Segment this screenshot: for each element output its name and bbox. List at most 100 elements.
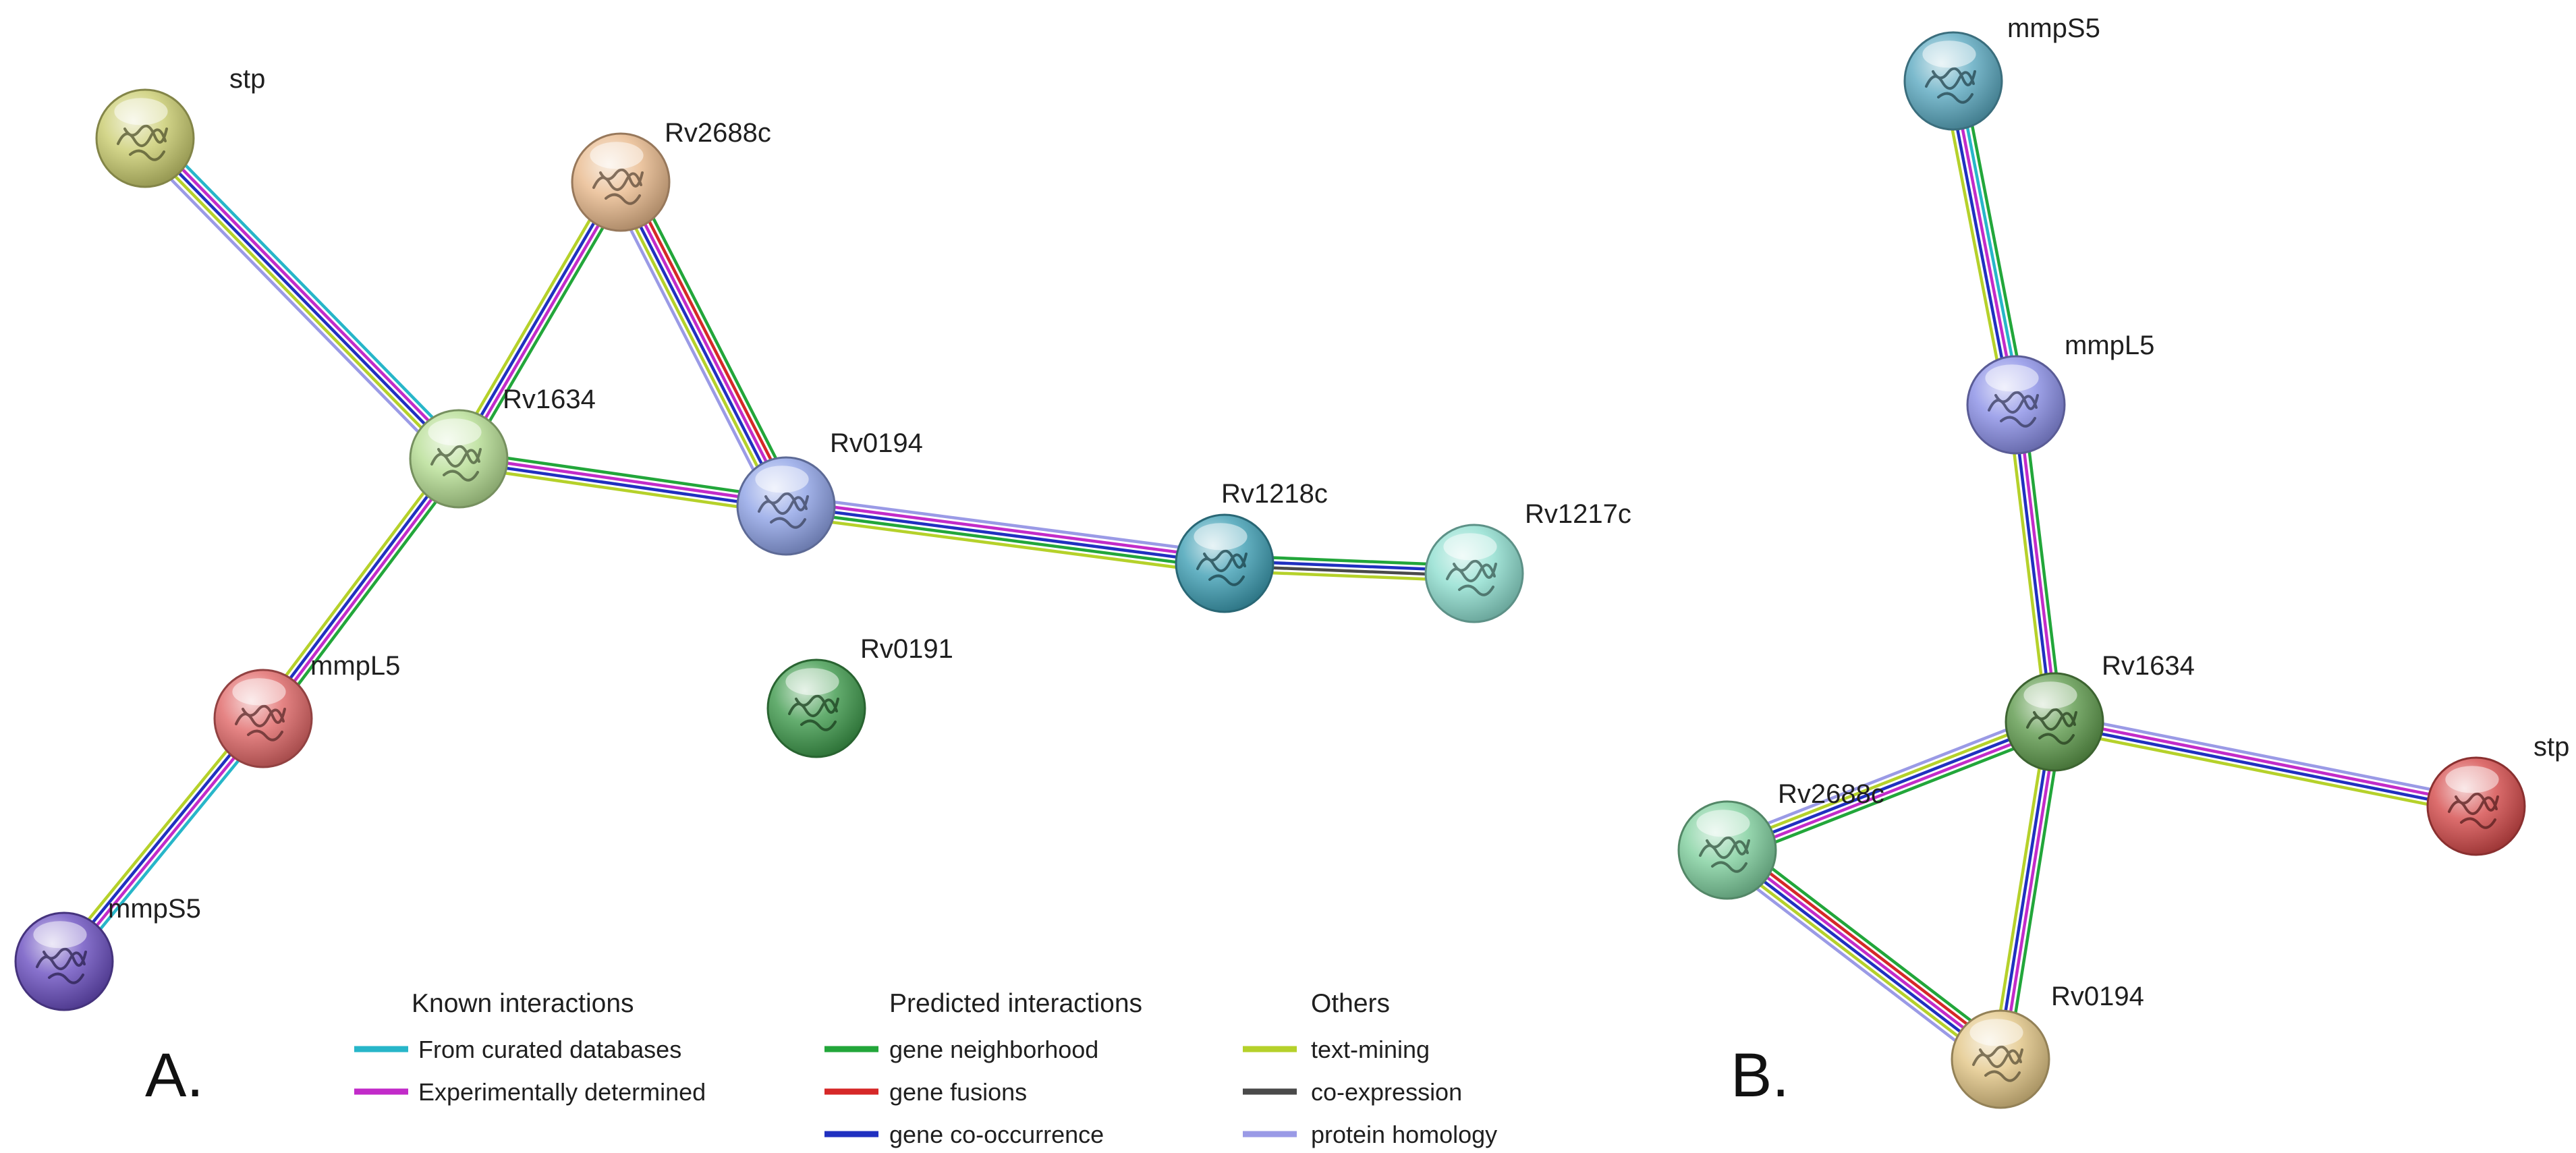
- edge-strand-textmining: [1721, 855, 1997, 1067]
- node-Rv0194[interactable]: Rv0194: [736, 428, 923, 556]
- legend-item-homology: protein homology: [1311, 1121, 1497, 1148]
- legend-item-curated: From curated databases: [418, 1036, 681, 1063]
- edge-strand-cooccurrence: [1996, 721, 2054, 1059]
- node-gloss: [755, 466, 809, 493]
- edge-strand-neighborhood: [1734, 839, 2009, 1050]
- node-gloss: [232, 678, 286, 706]
- node-stp[interactable]: stp: [2426, 732, 2569, 856]
- edge-strand-neighborhood: [1961, 78, 2027, 403]
- node-label-Rv2688c: Rv2688c: [665, 118, 771, 148]
- node-label-Rv0194: Rv0194: [2051, 982, 2144, 1011]
- edge-strand-experimental: [1951, 80, 2018, 405]
- edge-strand-neighborhood: [2021, 403, 2064, 721]
- legend-heading-others: Others: [1311, 989, 1390, 1018]
- edge-strand-textmining: [256, 453, 454, 715]
- node-Rv0194[interactable]: Rv0194: [1951, 982, 2144, 1109]
- edge-strand-homology: [1723, 710, 2052, 843]
- protein-structure-icon: [1925, 67, 1976, 104]
- node-Rv1218c[interactable]: Rv1218c: [1175, 479, 1328, 613]
- edge-Rv1634-Rv2688c: [1723, 710, 2059, 862]
- edge-stp-Rv1634: [136, 130, 468, 468]
- edge-strand-experimental: [1727, 847, 2003, 1059]
- node-label-stp: stp: [229, 64, 265, 94]
- legend-item-cooccurrence: gene co-occurrence: [889, 1121, 1104, 1148]
- node-label-mmpS5: mmpS5: [2007, 13, 2100, 43]
- protein-structure-icon: [1972, 1045, 2023, 1082]
- legend-item-coexpression: co-expression: [1311, 1078, 1462, 1106]
- edge-mmpL5-mmpS5: [57, 712, 271, 967]
- edge-Rv2688c-Rv0194: [1718, 839, 2009, 1071]
- edge-strand-experimental: [459, 455, 787, 505]
- edge-strand-experimental: [621, 180, 790, 506]
- node-stp[interactable]: stp: [95, 64, 265, 188]
- edge-strand-cooccurrence: [1725, 851, 2000, 1063]
- edge-Rv1634-Rv0194: [1991, 720, 2064, 1061]
- protein-structure-icon: [1988, 391, 2039, 428]
- node-gloss: [33, 921, 87, 949]
- node-mmpS5[interactable]: mmpS5: [1903, 13, 2100, 131]
- node-label-Rv2688c: Rv2688c: [1778, 779, 1884, 809]
- edge-strand-cooccurrence: [1727, 720, 2055, 852]
- edge-strand-curated: [68, 722, 271, 967]
- edge-strand-cooccurrence: [144, 137, 460, 460]
- node-gloss: [428, 418, 482, 446]
- edge-strand-textmining: [1942, 82, 2008, 407]
- node-Rv2688c[interactable]: Rv2688c: [1677, 779, 1884, 900]
- node-mmpL5[interactable]: mmpL5: [213, 651, 400, 768]
- edge-strand-cooccurrence: [617, 182, 785, 508]
- edge-strand-cooccurrence: [1947, 81, 2013, 406]
- node-gloss: [590, 142, 644, 169]
- legend-heading-known: Known interactions: [412, 989, 634, 1018]
- edge-strand-cooccurrence: [455, 179, 620, 459]
- edge-strand-neighborhood: [1730, 729, 2059, 862]
- node-Rv1634[interactable]: Rv1634: [2005, 651, 2195, 772]
- node-label-Rv1218c: Rv1218c: [1221, 479, 1328, 509]
- edge-strand-experimental: [2054, 718, 2477, 806]
- panel-a-edges: [57, 130, 1475, 967]
- edge-strand-textmining: [140, 140, 457, 463]
- node-Rv1217c[interactable]: Rv1217c: [1424, 499, 1631, 623]
- edge-strand-neighborhood: [2006, 723, 2064, 1061]
- edge-strand-textmining: [1991, 720, 2049, 1059]
- node-label-stp: stp: [2533, 732, 2569, 762]
- panel-a-letter: A.: [145, 1041, 204, 1110]
- edge-strand-experimental: [65, 719, 267, 964]
- node-label-Rv0194: Rv0194: [830, 428, 923, 458]
- edge-strand-cooccurrence: [2053, 723, 2476, 810]
- edge-strand-textmining: [57, 712, 259, 958]
- node-gloss: [1985, 364, 2039, 392]
- edge-strand-textmining: [2052, 727, 2475, 816]
- edge-mmpL5-Rv1634: [2007, 403, 2064, 723]
- node-label-Rv0191: Rv0191: [860, 634, 953, 664]
- protein-structure-icon: [2448, 792, 2499, 829]
- protein-structure-icon: [788, 694, 839, 731]
- legend-item-fusion: gene fusions: [889, 1078, 1027, 1106]
- legend-item-neighborhood: gene neighborhood: [889, 1036, 1098, 1063]
- edge-strand-neighborhood: [630, 175, 799, 501]
- node-gloss: [2023, 681, 2077, 709]
- node-label-mmpL5: mmpL5: [2065, 331, 2154, 360]
- protein-structure-icon: [235, 704, 286, 741]
- edge-strand-cooccurrence: [61, 716, 262, 961]
- node-Rv1634[interactable]: Rv1634: [409, 385, 596, 509]
- edge-strand-experimental: [786, 499, 1226, 560]
- protein-structure-icon: [2026, 708, 2077, 745]
- node-mmpS5[interactable]: mmpS5: [14, 894, 201, 1011]
- edge-strand-homology: [136, 144, 453, 468]
- protein-structure-icon: [1699, 836, 1750, 873]
- node-Rv2688c[interactable]: Rv2688c: [571, 118, 771, 232]
- edge-strand-textmining: [1725, 715, 2054, 847]
- edge-strand-neighborhood: [268, 462, 466, 725]
- protein-structure-icon: [1446, 559, 1497, 596]
- protein-structure-icon: [36, 947, 87, 984]
- node-label-mmpL5: mmpL5: [310, 651, 400, 681]
- edge-strand-experimental: [459, 182, 625, 461]
- node-label-mmpS5: mmpS5: [108, 894, 201, 924]
- node-mmpL5[interactable]: mmpL5: [1966, 331, 2154, 455]
- edge-strand-neighborhood: [464, 185, 629, 463]
- node-Rv0191[interactable]: Rv0191: [766, 634, 953, 758]
- edge-strand-fusion: [626, 177, 795, 503]
